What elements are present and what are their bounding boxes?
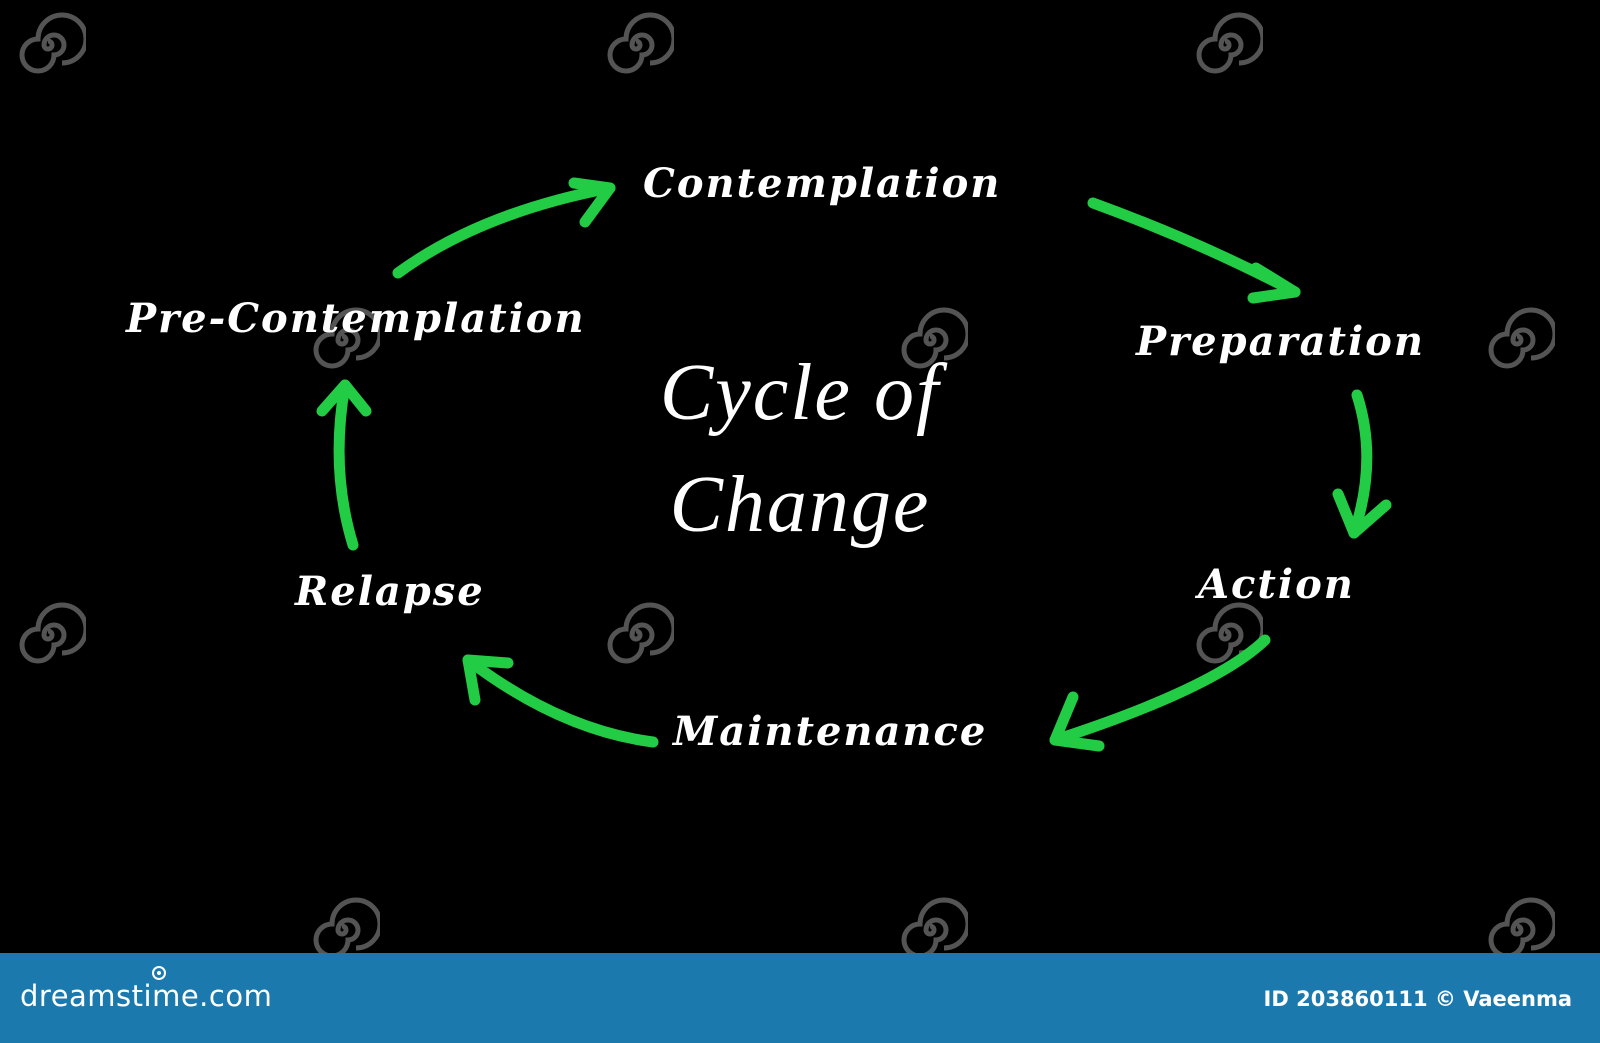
arrow-preparation-to-action	[1332, 389, 1392, 539]
watermark-spiral-icon	[313, 307, 380, 369]
spiral-icon	[152, 966, 166, 980]
watermark-spiral-icon	[1196, 12, 1263, 74]
stage-label-contemplation: Contemplation	[643, 160, 1002, 207]
footer-brand-link[interactable]: dreamstime.com	[20, 979, 273, 1013]
stage-label-preparation: Preparation	[1136, 318, 1425, 365]
diagram-canvas: Pre-Contemplation Contemplation Preparat…	[19, 12, 1555, 953]
image-credit: ID 203860111 © Vaeenma	[1263, 987, 1572, 1011]
stage-label-relapse: Relapse	[295, 568, 485, 615]
watermark-spiral-icon	[901, 897, 968, 953]
arrow-precontemplation-to-contemplation	[392, 177, 616, 279]
diagram-title-line-1: Cycle of	[659, 349, 941, 437]
arrow-contemplation-to-preparation	[1087, 197, 1301, 304]
arrow-maintenance-to-relapse	[462, 654, 659, 748]
watermark-spiral-icon	[1196, 602, 1263, 664]
watermark-spiral-icon	[901, 307, 968, 369]
footer-bar: dreamstime.com ID 203860111 © Vaeenma	[0, 953, 1600, 1043]
watermark-spiral-icon	[607, 12, 674, 74]
stage-label-maintenance: Maintenance	[673, 708, 988, 755]
watermark-spiral-icon	[19, 602, 86, 664]
watermark-spiral-icon	[313, 897, 380, 953]
watermark-spiral-icon	[1488, 897, 1555, 953]
watermark-spiral-icon	[1488, 307, 1555, 369]
diagram-title-line-2: Change	[669, 461, 931, 549]
stage-label-action: Action	[1198, 561, 1355, 608]
watermark-spiral-icon	[19, 12, 86, 74]
stage-label-pre-contemplation: Pre-Contemplation	[126, 295, 586, 342]
arrow-relapse-to-precontemplation	[316, 379, 372, 551]
watermark-spiral-icon	[607, 602, 674, 664]
arrow-action-to-maintenance	[1049, 634, 1271, 752]
cycle-arrows	[316, 177, 1392, 752]
